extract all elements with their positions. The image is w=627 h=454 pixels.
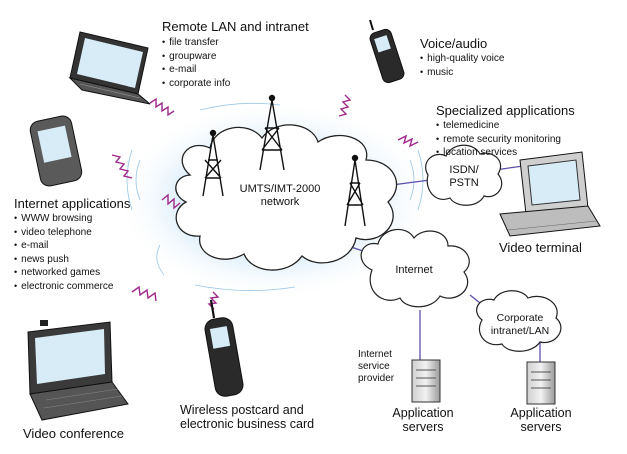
tower-right	[344, 154, 366, 227]
voice-audio-title: Voice/audio	[420, 36, 488, 51]
wireless-line1: Wireless postcard and	[180, 403, 304, 417]
tower-center	[259, 94, 285, 171]
specialized-apps-list: telemedicine remote security monitoring …	[436, 119, 561, 160]
remote-lan-title: Remote LAN and intranet	[162, 19, 309, 34]
umts-cloud	[175, 124, 398, 271]
signal-specialized	[397, 134, 419, 148]
signal-laptop	[149, 97, 175, 117]
desktop-computer-icon	[499, 151, 601, 237]
signal-video-conf	[131, 285, 157, 302]
app-servers-right-line2: servers	[520, 420, 562, 434]
corporate-cloud	[476, 290, 562, 352]
camera-phone-icon	[204, 299, 244, 397]
list-item: location services	[436, 146, 561, 160]
corporate-intranet-label: Corporate intranet/LAN	[486, 312, 554, 337]
list-item: remote security monitoring	[436, 133, 561, 147]
app-servers-right-line1: Application	[510, 406, 572, 420]
signal-wireless-phone	[207, 291, 220, 310]
isdn-label-line2: PSTN	[449, 177, 479, 189]
voice-audio-list: high-quality voice music	[420, 52, 504, 79]
isp-label: Internet service provider	[358, 349, 394, 385]
list-item: electronic commerce	[14, 280, 113, 294]
wireless-postcard-label: Wireless postcard and electronic busines…	[180, 403, 314, 431]
umts-label-line2: network	[260, 196, 300, 208]
isdn-label-line1: ISDN/	[449, 164, 479, 176]
video-terminal-label: Video terminal	[499, 240, 582, 255]
list-item: video telephone	[14, 226, 113, 240]
list-item: groupware	[162, 50, 230, 64]
signal-phone-voice	[338, 94, 352, 117]
video-conference-label: Video conference	[23, 426, 124, 441]
app-servers-left-line1: Application	[392, 406, 454, 420]
link-umts-isdn	[391, 179, 431, 186]
app-servers-left-label: Application servers	[380, 406, 466, 434]
corporate-label-line1: Corporate	[496, 312, 544, 324]
internet-cloud-label: Internet	[395, 264, 433, 276]
app-servers-right-label: Application servers	[498, 406, 584, 434]
internet-cloud	[360, 228, 470, 308]
video-conference-device-icon	[27, 320, 129, 421]
app-servers-left-line2: servers	[402, 420, 444, 434]
list-item: WWW browsing	[14, 212, 113, 226]
list-item: corporate info	[162, 77, 230, 91]
signal-pda	[111, 154, 133, 179]
signal-internet-apps	[161, 193, 181, 210]
list-item: file transfer	[162, 36, 230, 50]
umts-label-line1: UMTS/IMT-2000	[239, 183, 321, 195]
corporate-label-line2: intranet/LAN	[490, 324, 550, 337]
list-item: telemedicine	[436, 119, 561, 133]
isdn-pstn-label: ISDN/ PSTN	[436, 164, 492, 190]
cell-towers	[202, 94, 366, 227]
list-item: high-quality voice	[420, 52, 504, 66]
laptop-icon	[68, 31, 151, 105]
radio-wave-lines	[126, 102, 424, 291]
server-icon-left	[411, 359, 441, 403]
internet-apps-list: WWW browsing video telephone e-mail news…	[14, 212, 113, 293]
umts-network-label: UMTS/IMT-2000 network	[230, 183, 330, 209]
specialized-apps-title: Specialized applications	[436, 103, 575, 118]
list-item: music	[420, 66, 504, 80]
list-item: e-mail	[162, 63, 230, 77]
signal-squiggles	[111, 94, 419, 310]
server-icon-right	[526, 361, 556, 405]
list-item: news push	[14, 253, 113, 267]
mobile-phone-icon	[369, 19, 405, 84]
list-item: networked games	[14, 266, 113, 280]
tower-left	[202, 129, 224, 197]
isp-line2: service	[358, 361, 390, 372]
wireless-line2: electronic business card	[180, 417, 315, 431]
remote-lan-list: file transfer groupware e-mail corporate…	[162, 36, 230, 90]
isp-line3: provider	[358, 373, 395, 384]
list-item: e-mail	[14, 239, 113, 253]
isp-line1: Internet	[358, 349, 392, 360]
internet-apps-title: Internet applications	[14, 196, 131, 211]
pda-icon	[29, 115, 83, 187]
